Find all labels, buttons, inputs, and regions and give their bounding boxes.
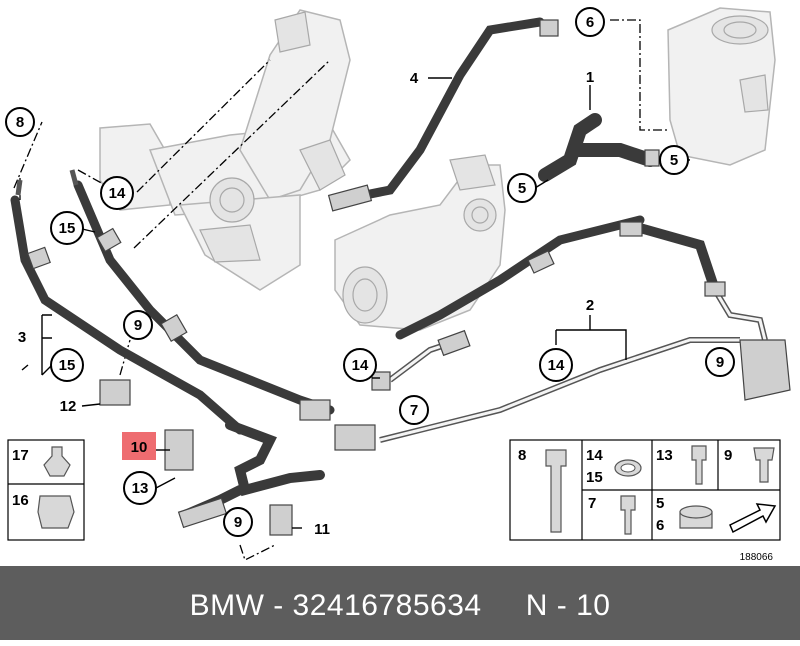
callout-13[interactable]: 13 <box>123 471 157 505</box>
callout-15b[interactable]: 15 <box>50 348 84 382</box>
screw-13-part <box>691 445 707 485</box>
callout-5b[interactable]: 5 <box>507 173 537 203</box>
arrow-pointer-icon <box>729 503 777 534</box>
callout-8[interactable]: 8 <box>5 107 35 137</box>
legend-label-8: 8 <box>518 447 526 464</box>
screw-9-part <box>753 447 775 483</box>
legend-label-5: 5 <box>656 495 664 512</box>
fittings <box>27 19 791 536</box>
callout-7-label: 7 <box>410 402 418 419</box>
callout-15b-label: 15 <box>59 357 76 374</box>
callout-14b[interactable]: 14 <box>343 348 377 382</box>
callout-9c-label: 9 <box>716 354 724 371</box>
callout-9c[interactable]: 9 <box>705 347 735 377</box>
legend-label-17: 17 <box>12 447 29 464</box>
footer-bar: BMW - 32416785634 N - 10 <box>0 566 800 640</box>
clip-part <box>37 495 75 529</box>
callout-3[interactable]: 3 <box>18 329 26 346</box>
screw-7-part <box>620 495 636 535</box>
callout-14a[interactable]: 14 <box>100 176 134 210</box>
callout-9b-label: 9 <box>234 514 242 531</box>
callout-5a[interactable]: 5 <box>659 145 689 175</box>
legend-left: 17 16 <box>7 439 85 541</box>
callout-10-label: 10 <box>131 439 148 456</box>
power-steering-pump-ghost <box>334 154 506 331</box>
legend-label-7: 7 <box>588 495 596 512</box>
legend-label-6: 6 <box>656 517 664 534</box>
callout-15a[interactable]: 15 <box>50 211 84 245</box>
legend-label-13: 13 <box>656 447 673 464</box>
legend-label-16: 16 <box>12 492 29 509</box>
legend-label-15: 15 <box>586 469 603 486</box>
callout-6[interactable]: 6 <box>575 7 605 37</box>
callout-14b-label: 14 <box>352 357 369 374</box>
rubber-mount-part <box>43 446 71 477</box>
callout-14a-label: 14 <box>109 185 126 202</box>
legend-right: 8 14 15 13 9 7 5 6 188066 <box>509 439 781 563</box>
callout-5a-label: 5 <box>670 152 678 169</box>
part-number-label: BMW - 32416785634 N - 10 <box>189 589 611 622</box>
bolt-8-part <box>545 449 567 533</box>
catalog-number: 188066 <box>740 552 774 563</box>
callout-13-label: 13 <box>132 480 149 497</box>
callout-15a-label: 15 <box>59 220 76 237</box>
metal-lines <box>15 169 768 443</box>
callout-11[interactable]: 11 <box>314 521 330 538</box>
callout-14c[interactable]: 14 <box>539 348 573 382</box>
callout-9b[interactable]: 9 <box>223 507 253 537</box>
callout-10-highlight[interactable]: 10 <box>122 432 156 460</box>
callout-8-label: 8 <box>16 114 24 131</box>
callout-14c-label: 14 <box>548 357 565 374</box>
callout-5b-label: 5 <box>518 180 526 197</box>
callout-6-label: 6 <box>586 14 594 31</box>
callout-9a-label: 9 <box>134 317 142 334</box>
reservoir-ghost <box>667 7 776 166</box>
callout-12[interactable]: 12 <box>60 398 77 415</box>
callout-2[interactable]: 2 <box>586 297 594 314</box>
callout-4[interactable]: 4 <box>410 70 419 87</box>
legend-label-14: 14 <box>586 447 603 464</box>
legend-label-9: 9 <box>724 447 732 464</box>
parts-diagram: 6 4 1 5 5 8 14 15 3 9 15 12 10 13 9 1 <box>5 7 791 563</box>
callout-7[interactable]: 7 <box>399 395 429 425</box>
steering-rack-ghost <box>99 9 351 291</box>
callout-1[interactable]: 1 <box>586 69 594 86</box>
callout-9a[interactable]: 9 <box>123 310 153 340</box>
